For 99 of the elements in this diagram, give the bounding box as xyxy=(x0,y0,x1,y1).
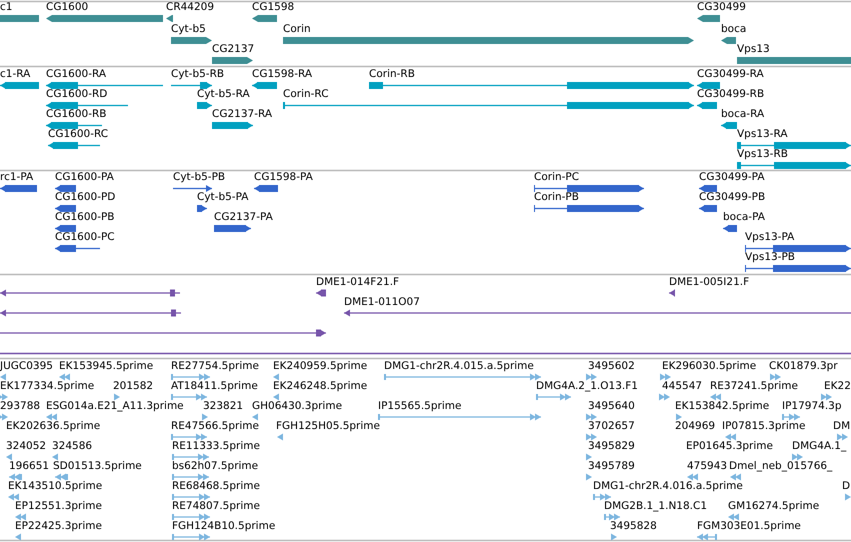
feature-label: Dmel_neb_015766_ xyxy=(729,460,832,473)
feature-label: CG30499-RB xyxy=(697,88,764,101)
feature-label: CG2137-PA xyxy=(214,211,273,224)
feature-label: GH06430.3prime xyxy=(252,400,342,413)
feature-label: DM xyxy=(833,420,850,433)
feature-label: CG1598-RA xyxy=(252,68,312,81)
feature-label: RE37241.5prime xyxy=(710,380,798,393)
feature-label: Vps13-RA xyxy=(737,128,788,141)
feature-label: boca-RA xyxy=(721,108,764,121)
feature-label: CG1600-PC xyxy=(55,231,115,244)
feature-label: Corin-RC xyxy=(283,88,329,101)
feature-label: CR44209 xyxy=(166,1,214,14)
feature-label: 201582 xyxy=(113,380,154,393)
feature-label: EK177334.5prime xyxy=(0,380,94,393)
feature-label: DME1-014F21.F xyxy=(316,276,400,289)
feature-label: EK296030.5prime xyxy=(662,360,756,373)
feature-label: DMG1-chr2R.4.016.a.5prime xyxy=(593,480,743,493)
feature-label: 196651 xyxy=(9,460,50,473)
feature-label: boca xyxy=(721,23,746,36)
feature-label: 204969 xyxy=(675,420,716,433)
feature-label: Cyt-b5-PB xyxy=(173,171,226,184)
feature-label: CG30499-RA xyxy=(697,68,764,81)
feature-label: IP07815.3prime xyxy=(722,420,806,433)
feature-label: 475943 xyxy=(687,460,728,473)
feature-label: Vps13-PA xyxy=(745,231,794,244)
feature-label: CG1600-RD xyxy=(46,88,108,101)
feature-label: CK01879.3pr xyxy=(769,360,838,373)
feature-label: GM16274.5prime xyxy=(728,500,820,513)
feature-label: CG30499-PB xyxy=(699,191,766,204)
feature-label: EK153842.5prime xyxy=(675,400,770,413)
feature-label: RE27754.5prime xyxy=(171,360,259,373)
feature-label: Cyt-b5-RB xyxy=(171,68,224,81)
feature-label: DMG4A.2_1.O13.F1 xyxy=(536,380,638,393)
feature-label: DMG2B.1_1.N18.C1 xyxy=(604,500,708,513)
feature-label: IP15565.5prime xyxy=(378,400,462,413)
feature-label: FGH125H05.5prime xyxy=(276,420,380,433)
feature-label: c1 xyxy=(0,1,12,14)
feature-label: EP22425.3prime xyxy=(15,520,102,533)
feature-label: rc1-PA xyxy=(0,171,34,184)
feature-label: EK143510.5prime xyxy=(8,480,102,493)
feature-label: EK153945.5prime xyxy=(59,360,154,373)
feature-label: 3702657 xyxy=(588,420,635,433)
feature-label: Cyt-b5-PA xyxy=(197,191,248,204)
feature-label: FGM303E01.5prime xyxy=(697,520,801,533)
feature-label: SD01513.5prime xyxy=(53,460,142,473)
feature-label: Corin xyxy=(283,23,311,36)
feature-label: AT18411.5prime xyxy=(171,380,258,393)
feature-label: 3495602 xyxy=(588,360,635,373)
feature-label: DMG4A.1_ xyxy=(792,440,846,453)
feature-label: Corin-PB xyxy=(534,191,579,204)
feature-label: DME1-011O07 xyxy=(344,296,420,309)
feature-label: EK202636.5prime xyxy=(6,420,100,433)
feature-label: CG1598-PA xyxy=(254,171,313,184)
feature-label: EK240959.5prime xyxy=(273,360,368,373)
feature-label: ESG014a.E21_A11.3prime xyxy=(46,400,184,413)
feature-label: Vps13-RB xyxy=(737,148,788,161)
feature-label: CG1600-PA xyxy=(55,171,114,184)
feature-label: CG30499 xyxy=(697,1,746,14)
feature-label: 3495828 xyxy=(610,520,657,533)
feature-label: bs62h07.5prime xyxy=(172,460,258,473)
feature-label: FGH124B10.5prime xyxy=(172,520,276,533)
feature-label: 3495789 xyxy=(588,460,635,473)
feature-label: 445547 xyxy=(662,380,702,393)
feature-label: CG2137 xyxy=(212,43,254,56)
feature-label: Vps13-PB xyxy=(745,251,796,264)
feature-label: DMG1-chr2R.4.015.a.5prime xyxy=(384,360,534,373)
feature-label: EP12551.3prime xyxy=(15,500,102,513)
feature-label: boca-PA xyxy=(723,211,765,224)
feature-label: RE68468.5prime xyxy=(172,480,260,493)
feature-label: CG1600-RA xyxy=(46,68,106,81)
feature-label: CG2137-RA xyxy=(212,108,272,121)
feature-label: EK246248.5prime xyxy=(273,380,368,393)
feature-label: D xyxy=(842,480,850,493)
feature-label: Cyt-b5 xyxy=(171,23,206,36)
feature-label: CG1600-RB xyxy=(46,108,106,121)
feature-label: CG1600 xyxy=(46,1,88,14)
feature-label: 3495640 xyxy=(588,400,635,413)
feature-label: Vps13 xyxy=(737,43,770,56)
feature-label: RE11333.5prime xyxy=(172,440,260,453)
feature-label: CG1600-PD xyxy=(55,191,116,204)
feature-label: DME1-005I21.F xyxy=(669,276,750,289)
feature-label: 3495829 xyxy=(588,440,635,453)
feature-label: 324052 xyxy=(6,440,46,453)
feature-label: c1-RA xyxy=(0,68,30,81)
feature-label: Corin-PC xyxy=(534,171,580,184)
feature-label: RE47566.5prime xyxy=(171,420,259,433)
feature-label: CG1598 xyxy=(252,1,294,14)
feature-label: 323821 xyxy=(203,400,244,413)
feature-label: 293788 xyxy=(0,400,40,413)
feature-label: EP01645.3prime xyxy=(686,440,773,453)
feature-label: Cyt-b5-RA xyxy=(197,88,250,101)
feature-label: CG1600-PB xyxy=(55,211,115,224)
feature-label: RE74807.5prime xyxy=(172,500,260,513)
feature-label: Corin-RB xyxy=(369,68,415,81)
feature-label: EK22 xyxy=(824,380,851,393)
feature-label: CG30499-PA xyxy=(699,171,765,184)
feature-label: 324586 xyxy=(52,440,92,453)
feature-label: CG1600-RC xyxy=(48,128,108,141)
feature-label: IP17974.3p xyxy=(782,400,842,413)
